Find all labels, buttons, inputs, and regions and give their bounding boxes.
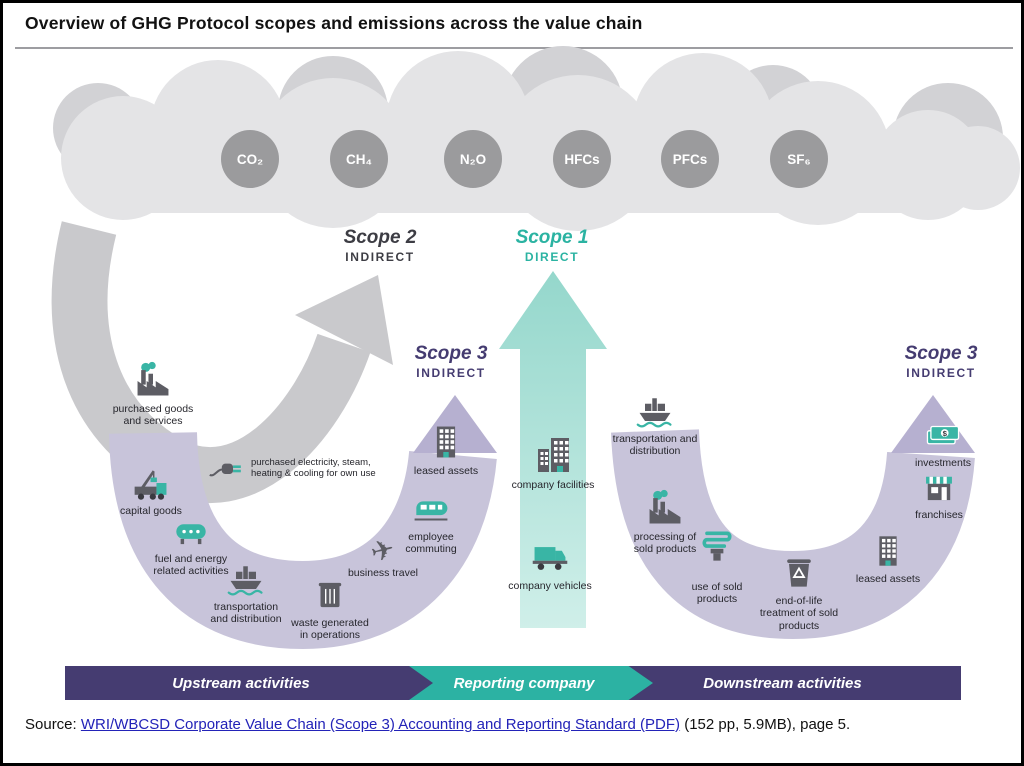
gas-hfcs: HFCs [553,130,611,188]
gas-label: N₂O [459,151,487,167]
banner-downstream-label: Downstream activities [703,674,862,692]
activity-label: purchased goods and services [112,403,194,428]
gas-label: CO₂ [236,151,264,167]
banner-reporting: Reporting company [409,666,653,700]
scope2-arrowhead [295,275,393,365]
banner-downstream: Downstream activities [604,666,961,700]
activity-label: transportation and distribution [210,601,282,626]
gas-pfcs: PFCs [661,130,719,188]
activity-capital-goods: capital goods [109,463,193,517]
activity-leased-assets-downstream: leased assets [846,531,930,585]
airplane-icon: ✈ [367,532,399,569]
scope1-name: Scope 1 [515,227,589,248]
scope3-downstream-label: Scope 3 INDIRECT [876,343,1006,380]
office-building-icon [531,433,575,477]
ship-icon [226,559,266,599]
activity-use-of-sold: use of sold products [675,527,759,606]
activity-purchased-goods: purchased goods and services [111,361,195,428]
scope2-type: INDIRECT [345,250,415,264]
factory-icon [645,489,685,529]
source-prefix: Source: [25,716,81,733]
source-suffix: (152 pp, 5.9MB), page 5. [680,716,851,733]
building-icon [426,421,466,463]
plug-icon [208,449,246,487]
activity-purchased-electricity: purchased electricity, steam, heating & … [208,449,380,487]
scope2-label: Scope 2 INDIRECT [315,227,445,264]
scope3-down-type: INDIRECT [906,366,976,380]
activity-investments: investments [901,417,985,469]
storefront-icon [920,469,958,507]
recycle-bin-icon [779,553,819,593]
truck-icon [528,538,572,578]
activity-waste: waste generated in operations [288,575,372,642]
scope3-up-name: Scope 3 [414,343,488,364]
activity-employee-commuting: employee commuting [389,491,473,556]
title-divider [15,47,1013,49]
activity-label: processing of sold products [633,531,697,556]
scope2-name: Scope 2 [343,227,417,248]
scope3-upstream-arrowhead [413,395,497,453]
activity-company-vehicles: company vehicles [505,538,595,592]
banner-upstream-label: Upstream activities [172,674,310,692]
train-icon [410,491,452,529]
factory-icon [133,361,173,401]
gas-ch4: CH₄ [330,130,388,188]
gas-co2: CO₂ [221,130,279,188]
activity-label: fuel and energy related activities [153,553,229,578]
building-icon [869,531,907,571]
gas-label: PFCs [672,151,708,167]
page-title: Overview of GHG Protocol scopes and emis… [25,13,643,33]
ship-icon [635,391,675,431]
activity-label: business travel [347,567,419,579]
source-link[interactable]: WRI/WBCSD Corporate Value Chain (Scope 3… [80,716,681,733]
waste-drum-icon [311,575,349,615]
banner-upstream: Upstream activities [65,666,433,700]
activity-label: franchises [915,509,963,521]
activity-leased-assets-upstream: leased assets [404,421,488,477]
gas-label: SF₆ [787,151,811,167]
activity-label: leased assets [855,573,921,585]
scope1-type: DIRECT [524,250,580,264]
activity-company-facilities: company facilities [508,433,598,491]
gas-label: CH₄ [346,151,372,167]
activity-label: investments [914,457,972,469]
activity-label: company vehicles [508,580,592,592]
activity-label: transportation and distribution [612,433,698,458]
activity-franchises: franchises [897,469,981,521]
activity-label: end-of-life treatment of sold products [759,595,839,632]
cfl-bulb-icon [697,527,737,567]
banner-reporting-label: Reporting company [453,674,595,692]
activity-label: leased assets [413,465,479,477]
money-icon [923,417,963,455]
activity-label: employee commuting [405,531,457,556]
activity-label: waste generated in operations [291,617,369,642]
gas-sf6: SF₆ [770,130,828,188]
activity-label: company facilities [511,479,595,491]
upstream-band [109,431,497,650]
scope3-upstream-label: Scope 3 INDIRECT [386,343,516,380]
activity-transport-upstream: transportation and distribution [204,559,288,626]
activity-label: capital goods [120,505,182,517]
activity-end-of-life: end-of-life treatment of sold products [756,553,842,632]
activity-label: use of sold products [691,581,743,606]
gas-n2o: N₂O [444,130,502,188]
crane-truck-icon [131,463,171,503]
gas-label: HFCs [564,151,600,167]
scope3-down-name: Scope 3 [904,343,978,364]
fuel-tank-icon [171,513,211,551]
source-line: Source: WRI/WBCSD Corporate Value Chain … [25,716,850,733]
activity-processing: processing of sold products [623,489,707,556]
activity-label: purchased electricity, steam, heating & … [251,456,376,479]
activity-fuel-energy: fuel and energy related activities [148,513,234,578]
activity-business-travel: ✈ business travel [341,532,425,579]
activity-transport-downstream: transportation and distribution [612,391,698,458]
scope3-up-type: INDIRECT [416,366,486,380]
scope1-label: Scope 1 DIRECT [487,227,617,264]
